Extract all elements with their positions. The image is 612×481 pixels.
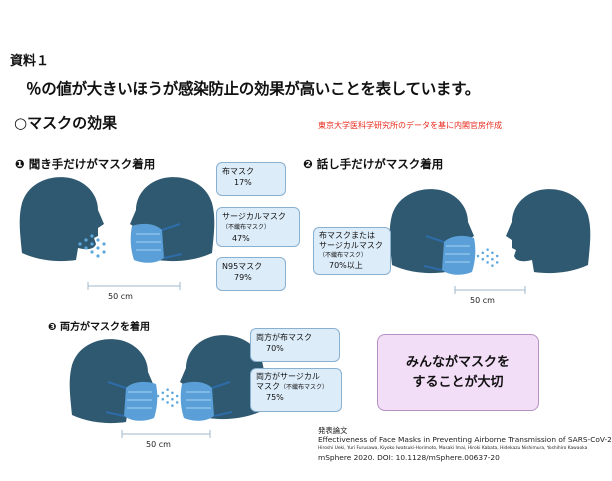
- message-callout: みんながマスクを することが大切: [377, 334, 539, 411]
- paper-label: 発表論文: [318, 426, 348, 435]
- distance-line-1: [87, 282, 181, 290]
- result-label: N95マスク: [222, 262, 263, 271]
- result-value: 17%: [234, 178, 252, 187]
- distance-label: 50 cm: [470, 296, 495, 305]
- droplets-3: [156, 388, 179, 407]
- result-label: 布マスク: [222, 167, 254, 176]
- result-label: 両方が布マスク: [256, 333, 312, 342]
- result-label-cont: マスク（不織布マスク）: [256, 382, 329, 391]
- distance-label: 50 cm: [146, 440, 171, 449]
- section-title-both: ❸ 両方がマスクを着用: [48, 318, 150, 333]
- callout-line: することが大切: [412, 374, 504, 390]
- section-title-listener: ❶ 聞き手だけがマスク着用: [15, 156, 155, 172]
- page-heading: ○マスクの効果: [14, 114, 118, 132]
- distance-label: 50 cm: [108, 292, 133, 301]
- document-label: 資料１: [10, 54, 50, 69]
- distance-line-3: [121, 430, 211, 438]
- result-sub-label: （不織布マスク）: [222, 224, 271, 231]
- paper-citation: 発表論文 Effectiveness of Face Masks in Prev…: [318, 426, 612, 462]
- section-title-text: 両方がマスクを着用: [59, 322, 150, 333]
- source-note: 東京大学医科学研究所のデータを基に内閣官房作成: [318, 121, 502, 130]
- result-box-surgical: サージカルマスク （不織布マスク） 47%: [216, 207, 300, 247]
- paper-title: Effectiveness of Face Masks in Preventin…: [318, 435, 612, 444]
- paper-doi: mSphere 2020. DOI: 10.1128/mSphere.00637…: [318, 453, 500, 462]
- result-value: 79%: [234, 273, 252, 282]
- paper-authors: Hiroshi Ueki, Yuri Furusawa, Kiyoko Iwat…: [318, 446, 588, 451]
- section-title-text: 聞き手だけがマスク着用: [28, 157, 156, 171]
- result-box-cloth: 布マスク 17%: [216, 162, 286, 196]
- result-value: 47%: [232, 234, 250, 243]
- explanation-note: ％の値が大きいほうが感染防止の効果が高いことを表しています。: [26, 80, 480, 98]
- section-number: ❸: [48, 322, 57, 333]
- result-box-both-cloth: 両方が布マスク 70%: [250, 328, 340, 362]
- section-title-text: 話し手だけがマスク着用: [316, 157, 444, 171]
- result-label: サージカルマスク: [319, 241, 383, 250]
- callout-line: みんながマスクを: [405, 354, 510, 370]
- section-number: ❶: [15, 157, 25, 171]
- distance-line-2: [454, 286, 526, 294]
- result-sub-label: （不織布マスク）: [280, 384, 329, 391]
- result-label: 布マスクまたは: [319, 231, 375, 240]
- result-value: 70%以上: [329, 261, 363, 270]
- section-number: ❷: [303, 157, 313, 171]
- section-title-speaker: ❷ 話し手だけがマスク着用: [303, 156, 443, 172]
- result-box-n95: N95マスク 79%: [216, 257, 286, 291]
- head-speaker-1: [19, 177, 105, 262]
- result-sub-label: （不織布マスク）: [319, 252, 368, 259]
- result-box-speaker: 布マスクまたは サージカルマスク （不織布マスク） 70%以上: [313, 227, 391, 275]
- head-listener-2: [506, 189, 591, 274]
- result-value: 75%: [266, 393, 284, 402]
- droplets-2: [476, 248, 499, 267]
- result-value: 70%: [266, 344, 284, 353]
- result-label: サージカルマスク: [222, 212, 286, 221]
- result-label: 両方がサージカル: [256, 372, 320, 381]
- result-box-both-surgical: 両方がサージカル マスク（不織布マスク） 75%: [250, 368, 342, 412]
